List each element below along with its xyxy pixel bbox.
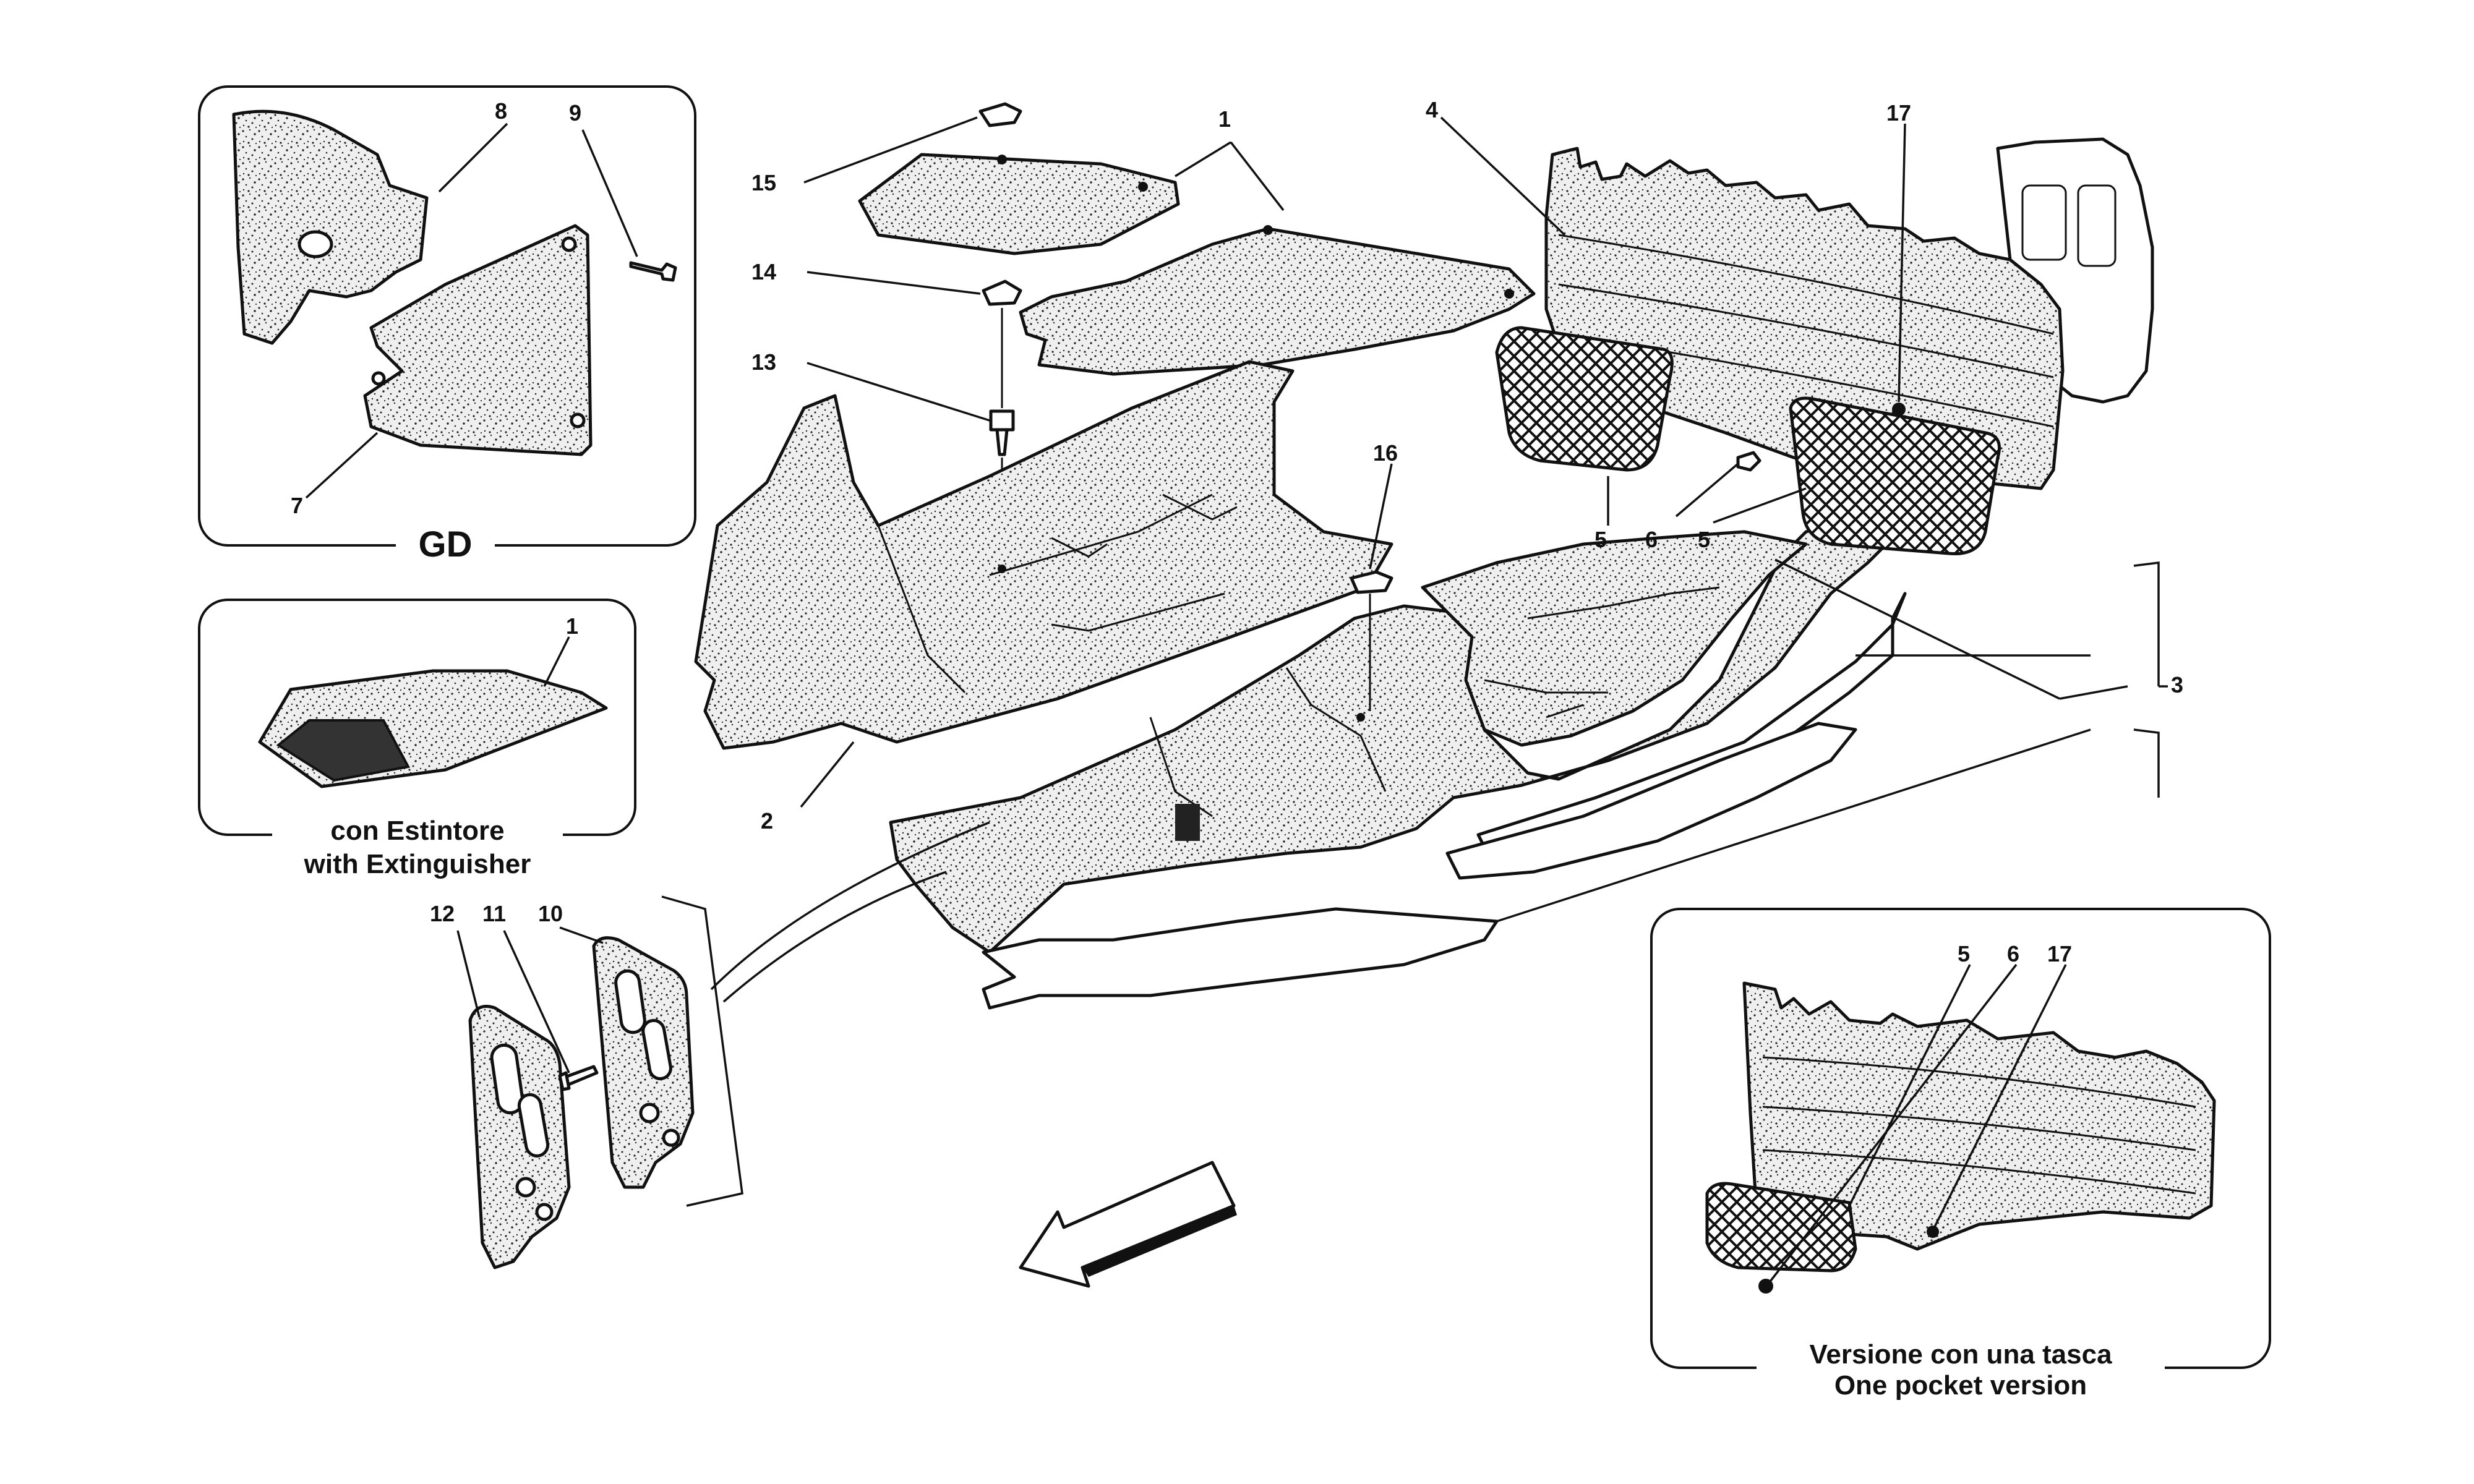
main-floor-mat bbox=[1019, 227, 1536, 376]
extinguisher-cutout bbox=[276, 719, 411, 782]
callout-14: 14 bbox=[751, 259, 776, 284]
net-pocket-5-left bbox=[1495, 326, 1674, 472]
callout-12: 12 bbox=[430, 901, 455, 926]
callout-8: 8 bbox=[495, 98, 507, 124]
sill-mats-3: 3 bbox=[982, 558, 2183, 1010]
inset-pocket-caption-1: Versione con una tasca bbox=[1809, 1339, 2112, 1370]
rear-bulkhead: 4 17 5 6 5 bbox=[1426, 97, 2154, 556]
callout-1-extinguisher: 1 bbox=[566, 613, 578, 639]
inset-extinguisher: con Estintore with Extinguisher 1 bbox=[198, 599, 636, 879]
net-pocket-5-inset bbox=[1705, 1182, 1857, 1273]
panel-hole bbox=[297, 230, 333, 258]
side-trim-panel-8 bbox=[232, 109, 429, 345]
footrest-mat bbox=[858, 153, 1180, 255]
callout-17-inset: 17 bbox=[2047, 941, 2072, 966]
inset-gd: GD 8 9 7 bbox=[198, 85, 696, 565]
callout-3: 3 bbox=[2171, 672, 2183, 697]
net-pocket-5-right bbox=[1789, 396, 2001, 556]
inset-pocket-caption-2: One pocket version bbox=[1834, 1370, 2087, 1401]
floor-carpet-right bbox=[1421, 530, 1808, 747]
callout-11: 11 bbox=[482, 901, 506, 926]
callout-13: 13 bbox=[751, 349, 776, 375]
clip-15 bbox=[978, 102, 1022, 127]
clip-17-inset bbox=[1927, 1226, 1939, 1238]
sill-plate-10 bbox=[592, 936, 695, 1189]
callout-5-right: 5 bbox=[1698, 527, 1710, 552]
inset-extinguisher-caption-1: con Estintore bbox=[330, 816, 504, 846]
callout-4: 4 bbox=[1426, 97, 1438, 122]
arrow-icon bbox=[1019, 1161, 1236, 1288]
side-trim-panel-7 bbox=[363, 224, 593, 456]
callout-5-inset: 5 bbox=[1958, 941, 1970, 966]
callout-5-left: 5 bbox=[1594, 527, 1607, 552]
floor-mats-1: 1 bbox=[858, 106, 1536, 376]
floor-carpet-left bbox=[694, 360, 1393, 750]
callout-6-inset: 6 bbox=[2007, 941, 2019, 966]
sill-plate-12 bbox=[468, 1005, 571, 1269]
callout-6: 6 bbox=[1645, 527, 1658, 552]
callout-1: 1 bbox=[1218, 106, 1231, 132]
callout-10: 10 bbox=[538, 901, 563, 926]
plug-16 bbox=[1350, 570, 1393, 594]
callout-7: 7 bbox=[291, 493, 303, 518]
inset-extinguisher-caption-2: with Extinguisher bbox=[304, 849, 531, 879]
callout-9: 9 bbox=[569, 100, 581, 126]
sill-mat-lower bbox=[1445, 722, 1857, 880]
sill-plates: 12 11 10 bbox=[430, 821, 990, 1269]
callout-15: 15 bbox=[751, 170, 776, 195]
inset-pocket: Versione con una tasca One pocket versio… bbox=[1650, 908, 2271, 1401]
callout-17: 17 bbox=[1886, 100, 1911, 126]
floor-carpet-2: 16 2 bbox=[694, 360, 1894, 954]
inset-gd-caption: GD bbox=[419, 524, 473, 565]
callout-2: 2 bbox=[761, 808, 773, 834]
sill-mat-front bbox=[982, 907, 1499, 1010]
screw-6 bbox=[1736, 451, 1761, 472]
screw-9 bbox=[629, 261, 677, 282]
clip-17 bbox=[1892, 403, 1906, 416]
clip-14 bbox=[982, 279, 1022, 306]
callout-16: 16 bbox=[1373, 440, 1398, 466]
clip-13 bbox=[989, 409, 1015, 432]
